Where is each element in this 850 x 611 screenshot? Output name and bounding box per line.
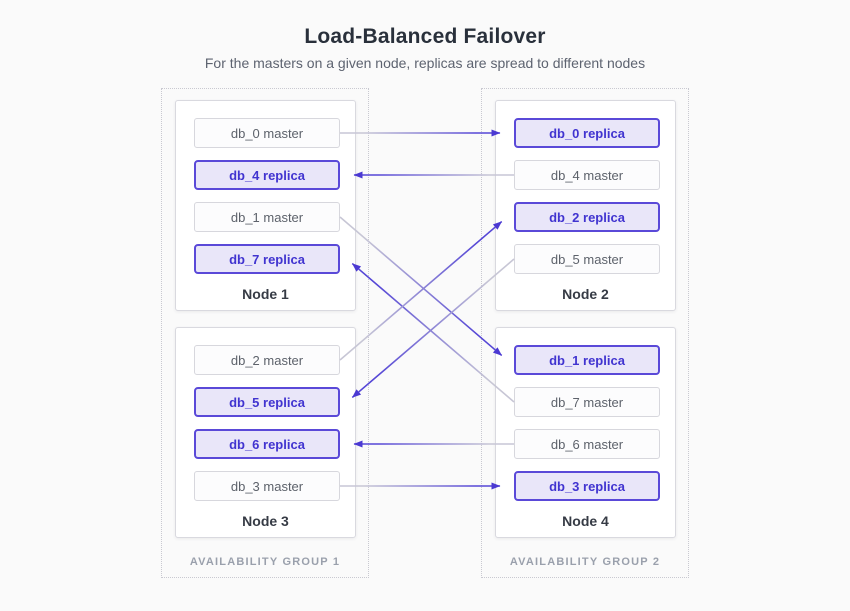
- availability-group-2-label: AVAILABILITY GROUP 2: [509, 556, 661, 568]
- db-slot: db_0 master: [194, 118, 340, 148]
- db-slot: db_1 replica: [514, 345, 660, 375]
- node-label: Node 4: [562, 513, 609, 529]
- db-slot: db_2 replica: [514, 202, 660, 232]
- db-slot: db_7 replica: [194, 244, 340, 274]
- node-box-4: db_1 replica db_7 master db_6 master db_…: [495, 327, 676, 538]
- diagram-title: Load-Balanced Failover: [304, 25, 546, 48]
- node-label: Node 3: [242, 513, 289, 529]
- availability-group-2: db_0 replica db_4 master db_2 replica db…: [481, 88, 689, 578]
- diagram-header: Load-Balanced Failover For the masters o…: [0, 24, 850, 71]
- db-slot: db_4 master: [514, 160, 660, 190]
- node-box-2: db_0 replica db_4 master db_2 replica db…: [495, 100, 676, 311]
- db-slot: db_3 master: [194, 471, 340, 501]
- db-slot: db_7 master: [514, 387, 660, 417]
- db-slot: db_6 replica: [194, 429, 340, 459]
- node-box-1: db_0 master db_4 replica db_1 master db_…: [175, 100, 356, 311]
- availability-group-1-label: AVAILABILITY GROUP 1: [189, 556, 341, 568]
- db-slot: db_6 master: [514, 429, 660, 459]
- diagram-subtitle: For the masters on a given node, replica…: [204, 55, 646, 71]
- db-slot: db_4 replica: [194, 160, 340, 190]
- db-slot: db_3 replica: [514, 471, 660, 501]
- db-slot: db_2 master: [194, 345, 340, 375]
- db-slot: db_0 replica: [514, 118, 660, 148]
- node-box-3: db_2 master db_5 replica db_6 replica db…: [175, 327, 356, 538]
- db-slot: db_1 master: [194, 202, 340, 232]
- db-slot: db_5 replica: [194, 387, 340, 417]
- node-label: Node 2: [562, 286, 609, 302]
- db-slot: db_5 master: [514, 244, 660, 274]
- availability-group-1: db_0 master db_4 replica db_1 master db_…: [161, 88, 369, 578]
- node-label: Node 1: [242, 286, 289, 302]
